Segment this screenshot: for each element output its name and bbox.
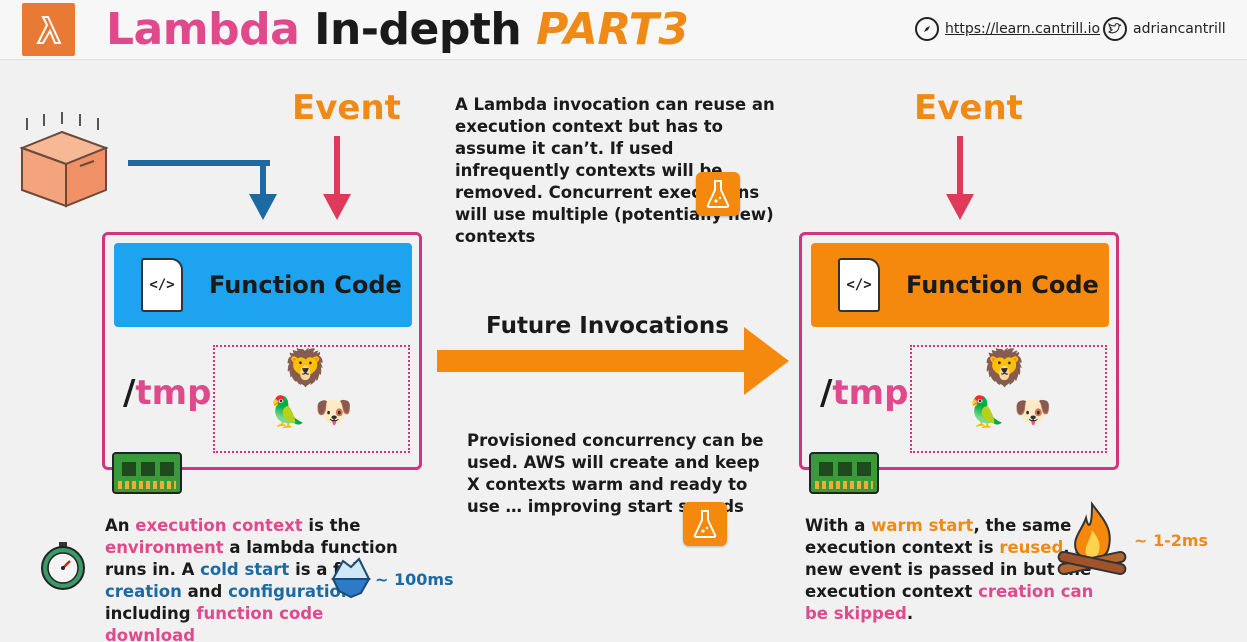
context-reuse-note: A Lambda invocation can reuse an executi… (455, 95, 775, 246)
function-code-label: Function Code (906, 271, 1099, 299)
cold-text: is the (302, 516, 361, 535)
tmp-slash: / (820, 373, 833, 413)
twitter-link[interactable]: adriancantrill (1103, 16, 1226, 42)
dog-icon: 🐶 (315, 395, 353, 430)
tmp-slash: / (123, 373, 136, 413)
dog-icon: 🐶 (1014, 395, 1052, 430)
blue-arrow-horizontal (128, 160, 270, 166)
future-arrow-head (744, 327, 789, 395)
event-arrow-right (957, 136, 963, 196)
cold-text: An (105, 516, 136, 535)
cold-start-description: An execution context is the environment … (105, 515, 405, 642)
lion-icon: 🦁 (283, 348, 328, 389)
cold-highlight: creation (105, 582, 182, 601)
memory-chip-icon (112, 452, 182, 494)
cold-text: and (181, 582, 229, 601)
flask-icon (683, 502, 727, 546)
iceberg-icon (331, 557, 371, 599)
cold-highlight: function code download (105, 604, 324, 642)
warm-start-term: warm start (871, 516, 974, 535)
tmp-word: tmp (832, 373, 909, 413)
function-code-panel: </> Function Code (811, 243, 1109, 327)
event-arrow-head-right (946, 194, 974, 220)
provisioned-concurrency-note: Provisioned concurrency can be used. AWS… (467, 431, 764, 516)
website-link[interactable]: https://learn.cantrill.io (915, 16, 1100, 42)
title-in-depth: In-depth (299, 4, 537, 55)
memory-chip-icon (809, 452, 879, 494)
warm-text: . (906, 604, 914, 623)
cold-start-term: cold start (200, 560, 290, 579)
cold-highlight: configuration (228, 582, 353, 601)
warm-highlight: creation can be skipped (805, 582, 1094, 623)
warm-highlight: reused (999, 538, 1064, 557)
title-lambda: Lambda (106, 4, 300, 55)
event-arrow-head-left (323, 194, 351, 220)
parrot-icon: 🦜 (968, 395, 1006, 430)
execution-context-cold: </> Function Code /tmp 🦁 🦜 🐶 (102, 232, 422, 470)
twitter-icon (1103, 17, 1127, 41)
function-code-panel: </> Function Code (114, 243, 412, 327)
page-title: Lambda In-depth PART3 (106, 4, 689, 56)
title-part: PART3 (536, 4, 689, 55)
tmp-storage-area: 🦁 🦜 🐶 (213, 345, 410, 453)
cold-highlight: execution context (135, 516, 303, 535)
stopwatch-icon (41, 542, 85, 590)
warm-text: , the same execution context is (805, 516, 1072, 557)
package-icon (19, 112, 109, 208)
parrot-icon: 🦜 (269, 395, 307, 430)
execution-context-warm: </> Function Code /tmp 🦁 🦜 🐶 (799, 232, 1119, 470)
lambda-icon (35, 15, 62, 44)
website-url[interactable]: https://learn.cantrill.io (945, 21, 1101, 37)
future-invocations-label: Future Invocations (486, 313, 729, 339)
future-arrow-shaft (437, 350, 747, 372)
tmp-storage-area: 🦁 🦜 🐶 (910, 345, 1107, 453)
event-label-left: Event (292, 88, 401, 128)
function-code-label: Function Code (209, 271, 402, 299)
cold-start-timing: ~ 100ms (375, 570, 454, 589)
cold-text: including (105, 604, 197, 623)
campfire-icon (1057, 501, 1127, 576)
compass-icon (915, 17, 939, 41)
event-label-right: Event (914, 88, 1023, 128)
blue-arrow-vertical (260, 160, 266, 196)
flask-icon (696, 172, 740, 216)
lambda-logo (22, 3, 75, 56)
code-file-icon: </> (141, 258, 183, 312)
warm-start-timing: ~ 1-2ms (1134, 531, 1209, 550)
header-bar (0, 0, 1247, 60)
code-file-icon: </> (838, 258, 880, 312)
cold-highlight: environment (105, 538, 224, 557)
lion-icon: 🦁 (982, 348, 1027, 389)
event-arrow-left (334, 136, 340, 196)
tmp-label: /tmp (123, 373, 211, 413)
warm-start-description: With a warm start, the same execution co… (805, 515, 1105, 625)
twitter-handle[interactable]: adriancantrill (1133, 21, 1226, 37)
tmp-word: tmp (135, 373, 212, 413)
tmp-label: /tmp (820, 373, 908, 413)
blue-arrow-head (249, 194, 277, 220)
warm-text: With a (805, 516, 872, 535)
cold-text: a lambda function runs in. A (105, 538, 398, 579)
